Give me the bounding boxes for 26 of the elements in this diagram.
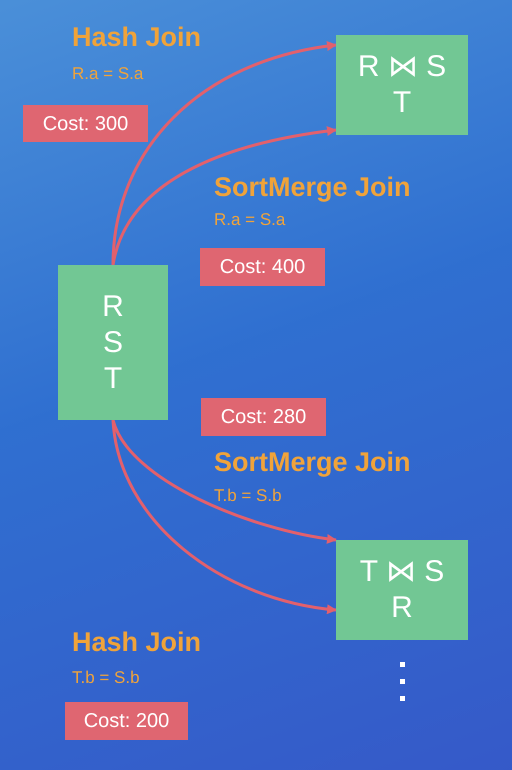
join-type-label: SortMerge Join <box>214 447 411 478</box>
cost-box <box>65 702 188 740</box>
join-condition-label: T.b = S.b <box>214 486 282 506</box>
box-text: R ⋈ S T <box>357 49 447 121</box>
cost-box <box>201 398 326 436</box>
box-text: Cost: 400 <box>220 255 306 279</box>
box-text: T ⋈ S R <box>358 554 446 626</box>
arrow <box>112 126 337 266</box>
relation-box <box>336 540 468 640</box>
box-text: Cost: 300 <box>42 112 128 136</box>
box-text: Cost: 200 <box>84 709 170 733</box>
join-type-label: Hash Join <box>72 22 202 53</box>
join-type-label: SortMerge Join <box>214 172 411 203</box>
arrow <box>112 420 337 614</box>
relation-box <box>336 35 468 135</box>
cost-box <box>23 105 148 142</box>
arrow <box>112 419 337 544</box>
join-condition-label: R.a = S.a <box>72 64 144 84</box>
box-text: Cost: 280 <box>220 405 306 429</box>
join-condition-label: R.a = S.a <box>214 210 286 230</box>
join-type-label: Hash Join <box>72 627 202 658</box>
cost-box <box>200 248 325 286</box>
box-text: R S T <box>101 288 125 396</box>
arrow <box>112 42 337 266</box>
relation-box <box>58 265 168 420</box>
join-condition-label: T.b = S.b <box>72 668 140 688</box>
